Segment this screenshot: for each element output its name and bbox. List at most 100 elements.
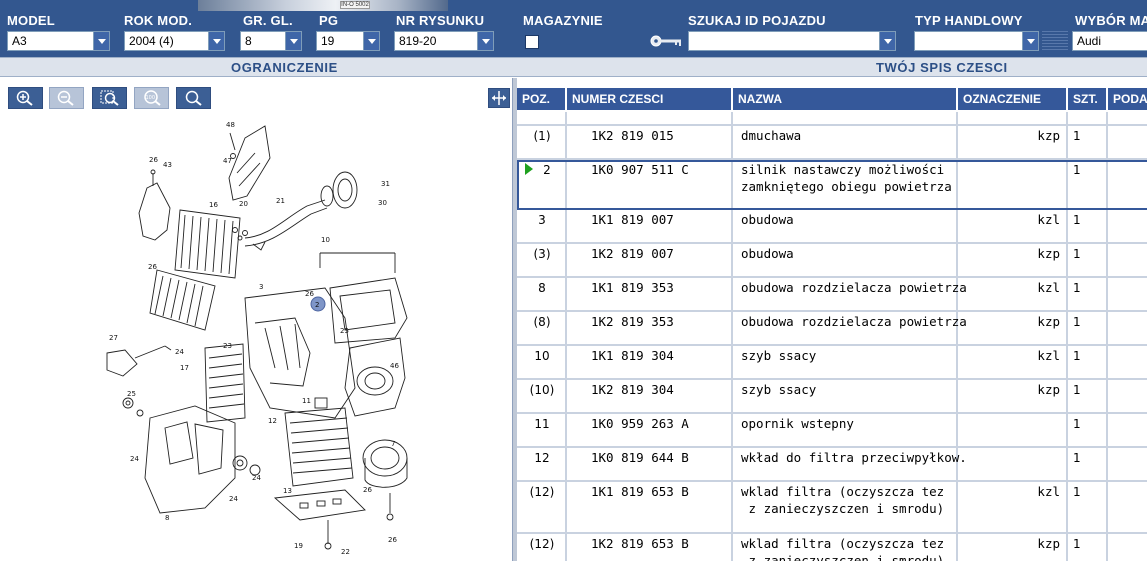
chevron-down-icon[interactable]: [93, 32, 109, 50]
cell-marking: kzp: [1037, 314, 1060, 329]
chevron-down-icon[interactable]: [477, 32, 493, 50]
column-header-marking[interactable]: OZNACZENIE: [958, 88, 1068, 110]
cell-qty: 1: [1073, 417, 1081, 431]
diagram-callout-label[interactable]: 16: [209, 201, 218, 209]
chevron-down-icon[interactable]: [208, 32, 224, 50]
chevron-down-icon[interactable]: [285, 32, 301, 50]
diagram-callout-label[interactable]: 24: [130, 455, 139, 463]
brand-select[interactable]: Audi: [1072, 31, 1147, 51]
zoom-out-button[interactable]: [49, 87, 84, 109]
diagram-callout-label[interactable]: 26: [305, 290, 314, 298]
table-cell: [958, 112, 1068, 126]
diagram-callout-label[interactable]: 25: [127, 390, 136, 398]
vehicle-id-select[interactable]: [688, 31, 896, 51]
diagram-callout-label[interactable]: 2: [315, 301, 319, 309]
cell-marking: kzp: [1037, 128, 1060, 143]
highlight-callout[interactable]: [310, 296, 326, 312]
drawing-number-value: 819-20: [399, 34, 437, 48]
trade-type-select[interactable]: [914, 31, 1039, 51]
key-icon[interactable]: [650, 34, 684, 48]
zoom-100-button[interactable]: 100: [134, 87, 169, 109]
table-cell: [1108, 210, 1147, 244]
year-select[interactable]: 2004 (4): [124, 31, 225, 51]
diagram-callout-label[interactable]: 30: [378, 199, 387, 207]
zoom-100-icon: 100: [144, 90, 161, 106]
diagram-callout-label[interactable]: 13: [283, 487, 292, 495]
diagram-callout-label[interactable]: 12: [268, 417, 277, 425]
zoom-area-button[interactable]: [92, 87, 127, 109]
diagram-callout-label[interactable]: 17: [180, 364, 189, 372]
table-cell: [1108, 534, 1147, 561]
column-header-pos[interactable]: POZ.: [517, 88, 567, 110]
diagram-callout-label[interactable]: 22: [341, 548, 350, 556]
diagram-callout-label[interactable]: 31: [381, 180, 390, 188]
column-header-part-number[interactable]: NUMER CZESCI: [567, 88, 733, 110]
diagram-callout-label[interactable]: 19: [294, 542, 303, 550]
diagram-callout-label[interactable]: 11: [302, 397, 311, 405]
column-header-name[interactable]: NAZWA: [733, 88, 958, 110]
diagram-callout-label[interactable]: 21: [276, 197, 285, 205]
table-cell: [733, 380, 958, 414]
panel-splitter[interactable]: [512, 78, 517, 561]
diagram-callout-label[interactable]: 25: [340, 327, 349, 335]
diagram-callout-label[interactable]: 26: [149, 156, 158, 164]
cell-part-number: 1K0 959 263 A: [591, 416, 689, 431]
column-header-qty[interactable]: SZT.: [1068, 88, 1108, 110]
section-header-bar: OGRANICZENIE TWÓJ SPIS CZESCI: [0, 57, 1147, 77]
diagram-callout-label[interactable]: 8: [165, 514, 169, 522]
table-cell: [1068, 380, 1108, 414]
diagram-callout-label[interactable]: 23: [223, 342, 232, 350]
zoom-in-button[interactable]: [8, 87, 43, 109]
diagram-callout-label[interactable]: 24: [229, 495, 238, 503]
table-cell: [733, 210, 958, 244]
diagram-callout-label[interactable]: 10: [321, 236, 330, 244]
diagram-callout-label[interactable]: 24: [252, 474, 261, 482]
diagram-callout-label[interactable]: 48: [226, 121, 235, 129]
diagram-callout-label[interactable]: 47: [223, 157, 232, 165]
chevron-down-icon[interactable]: [363, 32, 379, 50]
diagram-callout-label[interactable]: 26: [388, 536, 397, 544]
diagram-callout-label[interactable]: 20: [239, 200, 248, 208]
model-select[interactable]: A3: [7, 31, 110, 51]
table-cell: [958, 448, 1068, 482]
drawing-number-select[interactable]: 819-20: [394, 31, 494, 51]
subgroup-select[interactable]: 19: [316, 31, 380, 51]
diagram-callout-label[interactable]: 46: [390, 362, 399, 370]
table-cell: [517, 112, 567, 126]
diagram-callout-label[interactable]: 26: [148, 263, 157, 271]
search-button[interactable]: [176, 87, 211, 109]
main-group-select[interactable]: 8: [240, 31, 302, 51]
expand-button[interactable]: [488, 88, 510, 108]
diagram-callout-label[interactable]: 3: [259, 283, 263, 291]
diagram-callout-label[interactable]: 27: [109, 334, 118, 342]
table-row[interactable]: [517, 112, 1147, 126]
model-value: A3: [12, 34, 27, 48]
zoom-out-icon: [57, 90, 74, 106]
table-cell: [567, 126, 733, 160]
table-cell: [517, 126, 567, 160]
chevron-down-icon[interactable]: [879, 32, 895, 50]
table-cell: [1068, 210, 1108, 244]
diagram-callout-label[interactable]: 24: [175, 348, 184, 356]
column-header-info[interactable]: PODA: [1108, 88, 1147, 110]
warehouse-checkbox[interactable]: [525, 35, 539, 49]
diagram-callout-label[interactable]: 7: [391, 440, 395, 448]
diagram-callout-label[interactable]: 26: [363, 486, 372, 494]
cell-part-number: 1K0 819 644 B: [591, 450, 689, 465]
chevron-down-icon[interactable]: [1022, 32, 1038, 50]
table-cell: [1068, 244, 1108, 278]
diagram-callout-label[interactable]: 43: [163, 161, 172, 169]
